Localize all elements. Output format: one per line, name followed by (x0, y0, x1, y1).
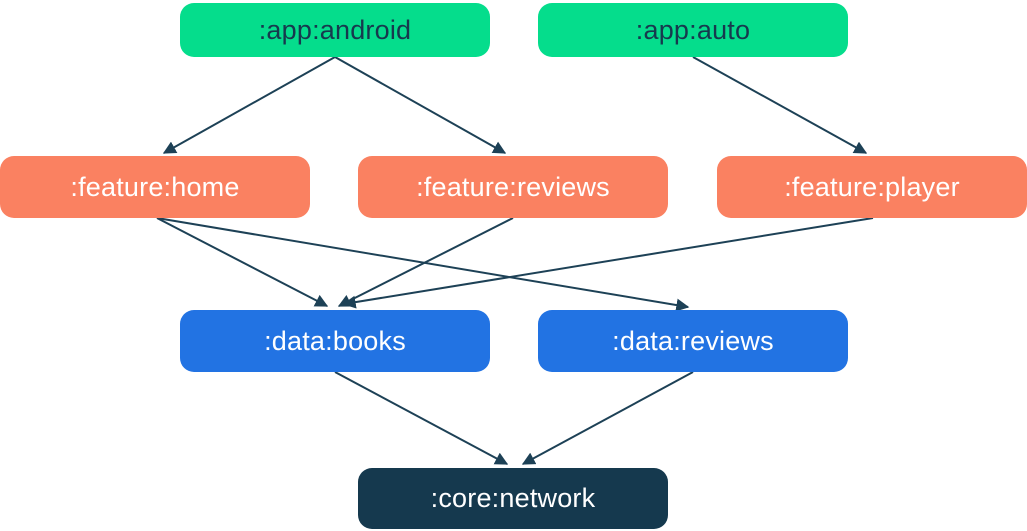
node-core-network: :core:network (358, 468, 668, 529)
node-label-app-android: :app:android (258, 14, 412, 45)
node-feature-player: :feature:player (717, 156, 1027, 218)
node-data-books: :data:books (180, 310, 490, 372)
node-app-auto: :app:auto (538, 3, 848, 57)
node-app-android: :app:android (180, 3, 490, 57)
edge-app-android-to-feature-home (162, 56, 336, 154)
node-feature-reviews: :feature:reviews (358, 156, 668, 218)
node-label-core-network: :core:network (430, 483, 596, 513)
edge-app-android-to-feature-reviews (334, 56, 507, 154)
node-data-reviews: :data:reviews (538, 310, 848, 372)
edge-data-books-to-core-network (334, 371, 509, 465)
edge-feature-player-to-data-books (342, 217, 874, 309)
edge-feature-home-to-data-books (156, 217, 329, 307)
edge-feature-reviews-to-data-books (337, 217, 514, 307)
node-label-data-reviews: :data:reviews (612, 325, 774, 356)
node-label-data-books: :data:books (264, 325, 406, 356)
node-label-feature-player: :feature:player (784, 171, 960, 202)
node-label-feature-reviews: :feature:reviews (416, 171, 610, 202)
node-label-feature-home: :feature:home (70, 171, 240, 202)
edge-app-auto-to-feature-player (692, 56, 868, 154)
edge-feature-home-to-data-reviews (156, 217, 690, 312)
edge-data-reviews-to-core-network (521, 371, 694, 465)
node-feature-home: :feature:home (0, 156, 310, 218)
node-label-app-auto: :app:auto (635, 14, 751, 45)
